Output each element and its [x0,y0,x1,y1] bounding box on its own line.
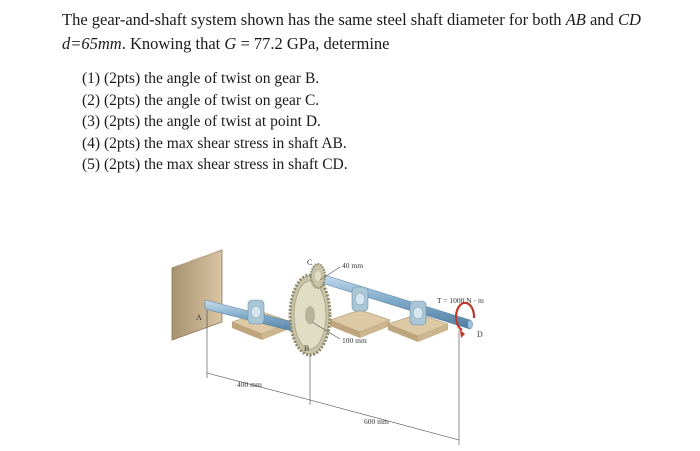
task-item-1: (1) (2pts) the angle of twist on gear B. [82,70,320,87]
bearing-base-left [231,311,293,340]
shear-modulus-symbol: G [224,34,237,53]
bearing-right [409,300,427,326]
dimension-lines [206,310,460,445]
task-item-3: (3) (2pts) the angle of twist at point D… [82,113,321,130]
shear-modulus-value: = 77.2 GPa, determine [236,34,390,53]
bearing-left [247,299,265,325]
diameter-expression: d=65mm [62,34,122,53]
dim-400-mm: 400 mm [237,380,262,389]
task-item-4: (4) (2pts) the max shear stress in shaft… [82,134,347,152]
dim-40-mm: 40 mm [342,261,363,270]
fixed-wall [171,249,223,341]
problem-line-1-text: The gear-and-shaft system shown has the … [62,10,566,29]
shaft-ab [204,299,301,334]
problem-statement: The gear-and-shaft system shown has the … [62,8,692,56]
torque-arrow [454,301,476,338]
label-b: B [304,344,309,353]
gear-c [310,263,326,289]
gear-b [288,273,332,357]
task-list: (1) (2pts) the angle of twist on gear B.… [82,68,348,176]
label-d: D [477,330,483,339]
label-a: A [196,313,202,322]
radius-40-leader [319,266,341,281]
dim-600-mm: 600 mm [364,417,389,426]
bearing-base-middle [329,309,391,338]
dim-100-mm: 100 mm [342,336,367,345]
label-c: C [307,258,312,267]
radius-100-leader [311,321,341,340]
shaft-cd-label: CD [617,10,641,29]
knowing-text: . Knowing that [121,34,225,53]
bearing-middle [351,286,369,312]
task-item-2: (2) (2pts) the angle of twist on gear C. [82,91,320,109]
shaft-ab-label: AB [565,10,586,29]
bearing-base-right [387,313,449,342]
shaft-cd [317,272,473,330]
torque-label: T = 1000 N · m [437,296,484,305]
and-text: and [585,10,618,29]
task-item-5: (5) (2pts) the max shear stress in shaft… [82,156,348,173]
